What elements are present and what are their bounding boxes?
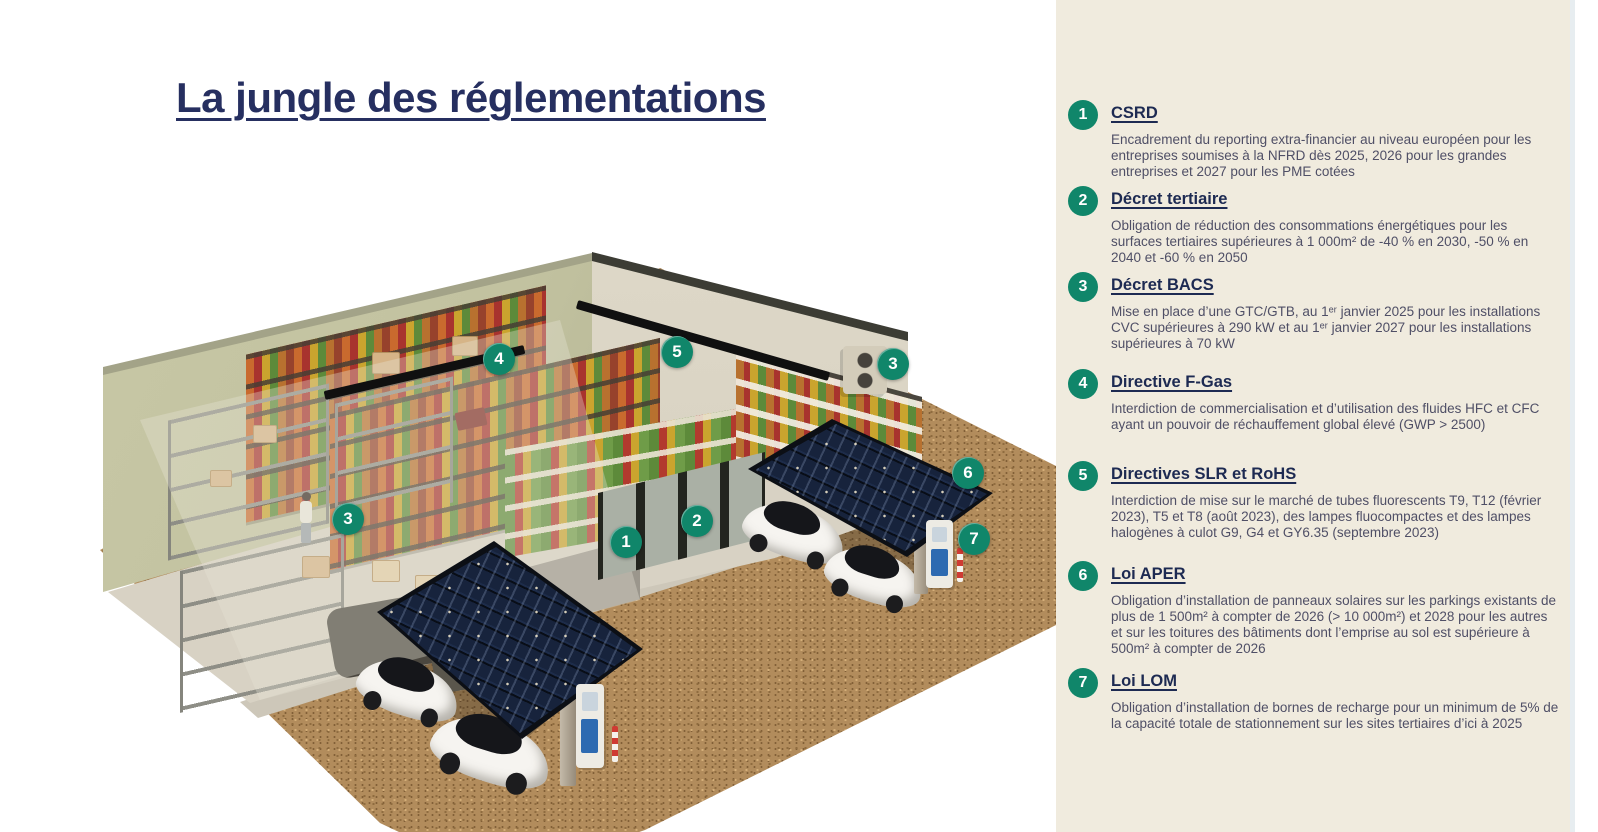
regulation-number-badge: 7	[1068, 668, 1098, 698]
canopy-pillar	[560, 698, 576, 786]
regulation-item: 1 CSRD Encadrement du reporting extra-fi…	[1068, 100, 1560, 180]
store-illustration: 1 2 3 4 5 3 6 7	[0, 0, 1056, 832]
cardboard-box	[302, 556, 330, 578]
regulation-description: Obligation d’installation de panneaux so…	[1111, 593, 1557, 656]
regulation-description: Encadrement du reporting extra-financier…	[1111, 132, 1532, 179]
charger-logo	[582, 692, 598, 711]
regulations-panel: 1 CSRD Encadrement du reporting extra-fi…	[1056, 0, 1570, 832]
regulation-item: 7 Loi LOM Obligation d’installation de b…	[1068, 668, 1560, 732]
marker-5: 5	[661, 336, 693, 368]
charger-screen	[581, 719, 599, 753]
marker-6: 6	[952, 457, 984, 489]
regulation-title: Décret BACS	[1111, 276, 1214, 294]
regulation-title: Loi APER	[1111, 565, 1186, 583]
marker-2: 2	[681, 505, 713, 537]
cardboard-box	[210, 470, 232, 487]
regulation-title: Directive F-Gas	[1111, 373, 1233, 391]
cardboard-box	[253, 425, 277, 443]
regulation-item: 2 Décret tertiaire Obligation de réducti…	[1068, 186, 1560, 266]
canopy-pillar	[914, 536, 928, 594]
cardboard-box	[372, 352, 400, 374]
marker-3-warehouse: 3	[332, 503, 364, 535]
regulation-number-badge: 5	[1068, 461, 1098, 491]
regulation-title: Décret tertiaire	[1111, 190, 1228, 208]
person-head	[302, 492, 311, 501]
regulation-title: Directives SLR et RoHS	[1111, 465, 1297, 483]
regulation-item: 3 Décret BACS Mise en place d’une GTC/GT…	[1068, 272, 1560, 352]
marker-4: 4	[483, 343, 515, 375]
marker-7: 7	[958, 523, 990, 555]
regulation-title: Loi LOM	[1111, 672, 1177, 690]
regulation-description: Mise en place d’une GTC/GTB, au 1ᵉʳ janv…	[1111, 304, 1541, 351]
regulation-description: Interdiction de mise sur le marché de tu…	[1111, 493, 1542, 540]
regulation-description: Obligation d’installation de bornes de r…	[1111, 700, 1559, 731]
panel-edge-strip	[1570, 0, 1575, 832]
store-employee	[298, 492, 318, 566]
bollard	[957, 548, 963, 582]
marker-3-hvac: 3	[877, 348, 909, 380]
person-legs	[301, 523, 311, 543]
bollard	[612, 726, 618, 762]
regulation-item: 4 Directive F-Gas Interdiction de commer…	[1068, 369, 1560, 433]
charger-screen	[930, 548, 948, 576]
regulation-title: CSRD	[1111, 104, 1158, 122]
regulation-description: Interdiction de commercialisation et d’u…	[1111, 401, 1540, 432]
person-torso	[300, 501, 312, 523]
ev-charger	[576, 684, 604, 768]
regulation-description: Obligation de réduction des consommation…	[1111, 218, 1529, 265]
regulation-number-badge: 3	[1068, 272, 1098, 302]
regulation-item: 6 Loi APER Obligation d’installation de …	[1068, 561, 1560, 657]
regulation-number-badge: 4	[1068, 369, 1098, 399]
marker-1: 1	[610, 526, 642, 558]
cardboard-box	[452, 336, 478, 356]
regulation-number-badge: 2	[1068, 186, 1098, 216]
charger-logo	[931, 526, 947, 542]
regulation-item: 5 Directives SLR et RoHS Interdiction de…	[1068, 461, 1560, 541]
cardboard-box	[372, 560, 400, 582]
regulation-number-badge: 6	[1068, 561, 1098, 591]
ev-charger	[926, 520, 953, 588]
page-title: La jungle des réglementations	[176, 74, 766, 121]
regulation-number-badge: 1	[1068, 100, 1098, 130]
